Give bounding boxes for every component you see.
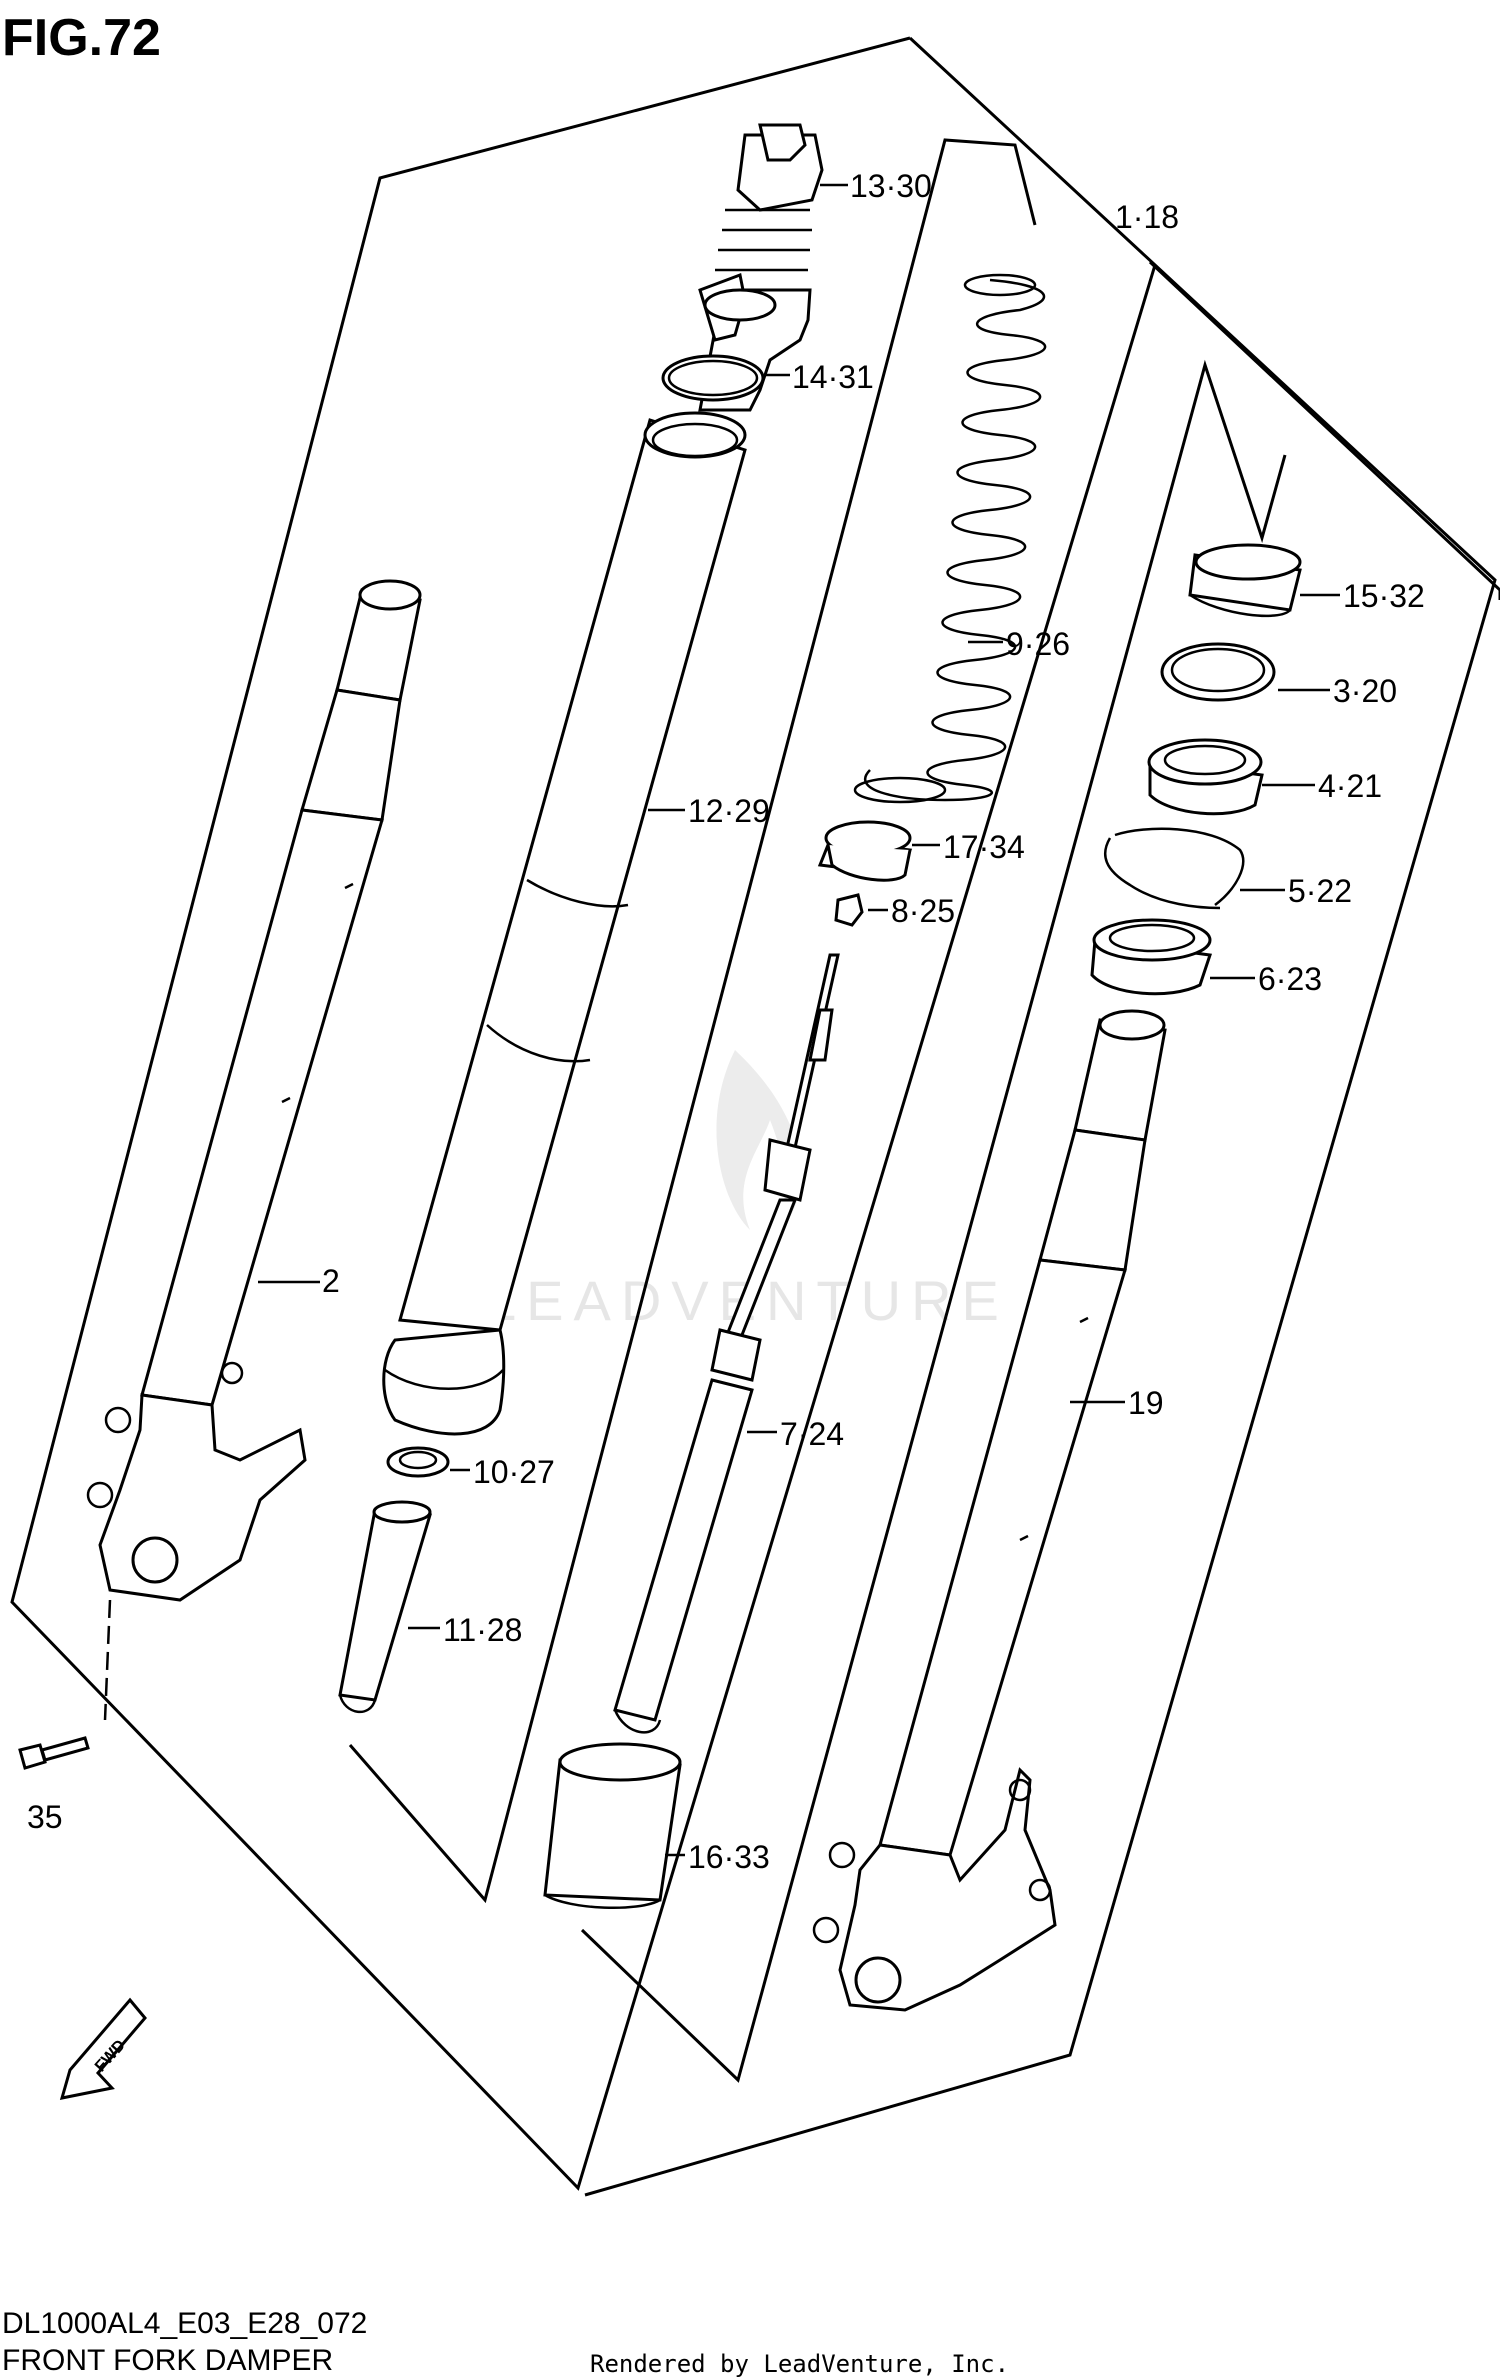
part-11-28-guide [338,1500,432,1714]
render-credit: Rendered by LeadVenture, Inc. [590,2350,1009,2378]
callout-15-32: 15·32 [1343,578,1425,614]
part-16-33-bushing [543,1742,682,1910]
part-7-24-damper-rod [613,953,840,1734]
callout-8-25: 8·25 [891,893,955,929]
callout-7-24: 7·24 [780,1416,844,1452]
callout-4-21: 4·21 [1318,768,1382,804]
model-code: DL1000AL4_E03_E28_072 [2,2307,367,2340]
part-17-34-spacer [817,820,913,882]
part-4-21-oil-seal [1147,738,1264,816]
part-3-20-ring [1160,642,1276,702]
callout-5-22: 5·22 [1288,873,1352,909]
part-19-inner-tube-right [812,1009,1167,2012]
callout-35: 35 [27,1799,63,1835]
callout-12-29: 12·29 [688,793,770,829]
part-5-22-stopper-ring [1103,827,1245,910]
inner-group-bracket [348,138,1037,1904]
figure-name: FRONT FORK DAMPER [2,2344,333,2377]
part-10-27-ring [386,1446,450,1478]
part-35-bolt [18,1736,90,1770]
callout-13-30: 13·30 [850,168,932,204]
callout-16-33: 16·33 [688,1839,770,1875]
part-14-31-o-ring [661,354,765,402]
callout-3-20: 3·20 [1333,673,1397,709]
assembly-frame-outline [10,36,1157,2191]
part-2-inner-tube-left [86,579,422,1602]
assembly-frame [1148,260,1500,600]
fwd-arrow-icon: FWD [59,1997,147,2100]
callout-10-27: 10·27 [473,1454,555,1490]
callout-2: 2 [322,1263,340,1299]
part-6-23-dust-seal [1090,918,1212,996]
callout-17-34: 17·34 [943,829,1025,865]
part-12-29-outer-tube [382,411,747,1436]
callout-11-28: 11·28 [443,1612,522,1648]
callout-6-23: 6·23 [1258,961,1322,997]
callout-9-26: 9·26 [1006,626,1070,662]
part-15-32-collar [1188,543,1302,618]
callout-19: 19 [1128,1385,1164,1421]
right-subgroup-bracket [580,359,1287,2083]
figure-title: FIG.72 [2,9,161,67]
callout-1-18: 1·18 [1115,199,1179,235]
part-8-25-nut [834,893,864,927]
callout-14-31: 14·31 [792,359,874,395]
assembly-frame-outline-2 [584,36,1497,2197]
part-9-26-fork-spring [853,273,1047,804]
